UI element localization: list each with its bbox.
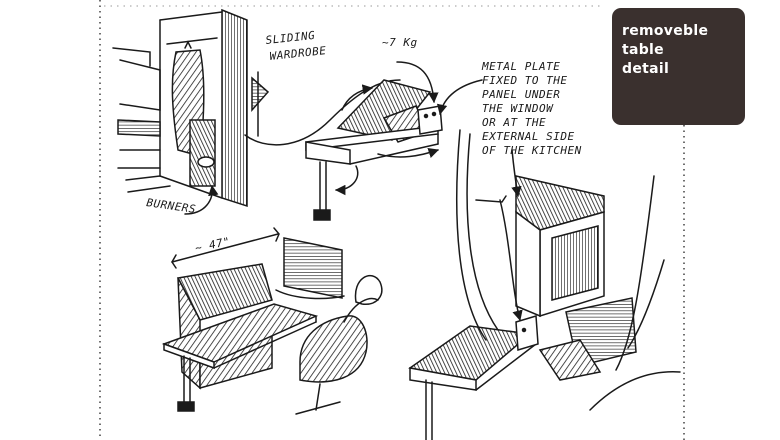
sliding-wardrobe-label-line1: SLIDING (265, 29, 316, 47)
wardrobe-sketch (112, 8, 401, 215)
metal-plate-label-line5: OR AT THE (482, 116, 546, 129)
metal-plate-label-line6: EXTERNAL SIDE (482, 130, 575, 143)
metal-plate-label-line7: OF THE KITCHEN (482, 144, 582, 157)
weight-label: ~7 Kg (382, 36, 418, 49)
burners-label: BURNERS (146, 196, 197, 216)
sliding-wardrobe-label-line2: WARDROBE (269, 44, 327, 63)
bench-table-sketch (161, 227, 383, 415)
metal-plate-label-line3: PANEL UNDER (482, 88, 560, 101)
title-line-2: table (622, 42, 664, 58)
table-detail-sketch (305, 61, 483, 221)
title-card: removeble table detail (612, 8, 745, 125)
metal-plate-label-line2: FIXED TO THE (482, 74, 567, 87)
title-line-1: removeble (622, 23, 709, 39)
kitchen-table-sketch (408, 129, 681, 440)
title-line-3: detail (622, 61, 670, 77)
metal-plate-label-line1: METAL PLATE (481, 60, 560, 73)
metal-plate-label-line4: THE WINDOW (482, 102, 554, 115)
